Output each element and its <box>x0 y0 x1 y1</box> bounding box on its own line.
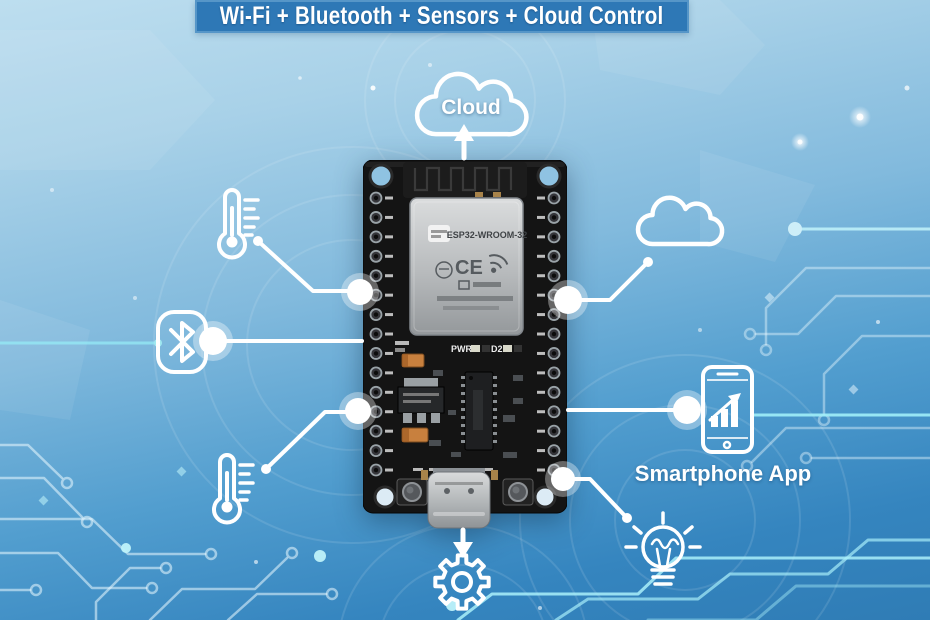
d2-led-label: D2 <box>491 344 503 354</box>
pwr-led <box>471 345 480 352</box>
connector-thermometer-top <box>256 239 360 293</box>
mounting-hole <box>368 163 562 509</box>
usb-c-port <box>421 468 498 529</box>
chart-trend-line <box>708 396 737 422</box>
antenna-region <box>403 162 527 198</box>
pin-header-left <box>369 191 393 477</box>
lightbulb-icon <box>624 511 702 586</box>
home-button <box>722 440 732 450</box>
arrow-to-gear <box>453 527 473 558</box>
smd-components <box>397 353 523 458</box>
thermometer-icon-top <box>217 188 260 260</box>
smartphone-icon <box>701 365 754 454</box>
voltage-regulator <box>397 378 445 423</box>
esp32-dev-board: ESP32-WROOM-32 CE PWR D2 <box>363 160 567 529</box>
connector-dots <box>199 236 701 523</box>
cloud-icon <box>414 71 529 137</box>
module-name-text: ESP32-WROOM-32 <box>447 230 528 240</box>
sparkles <box>50 63 910 610</box>
pwr-led-label: PWR <box>451 344 472 354</box>
chart-bars <box>711 401 738 427</box>
arrow-to-cloud <box>454 124 474 161</box>
title-banner: Wi-Fi + Bluetooth + Sensors + Cloud Cont… <box>195 0 689 33</box>
d2-led <box>503 345 512 352</box>
bluetooth-icon <box>156 310 208 374</box>
wifi-mark-icon <box>488 254 509 273</box>
smartphone-app-label: Smartphone App <box>634 461 812 486</box>
gear-icon <box>433 553 491 611</box>
cloud-icon-right <box>635 195 725 247</box>
lightbulb-rays <box>624 511 702 549</box>
cert-circle-mark <box>435 261 453 279</box>
usb-uart-chip <box>461 371 497 451</box>
cloud-label: Cloud <box>441 96 501 119</box>
boot-button <box>502 478 534 506</box>
trace-cluster-bottom-left <box>0 443 339 620</box>
title-text: Wi-Fi + Bluetooth + Sensors + Cloud Cont… <box>220 2 664 30</box>
esp32-module-shield: ESP32-WROOM-32 CE <box>409 197 528 336</box>
thermometer-icon-bottom <box>212 453 255 525</box>
teal-accents <box>0 222 930 347</box>
ce-mark-text: CE <box>455 257 483 279</box>
en-button <box>396 478 428 506</box>
